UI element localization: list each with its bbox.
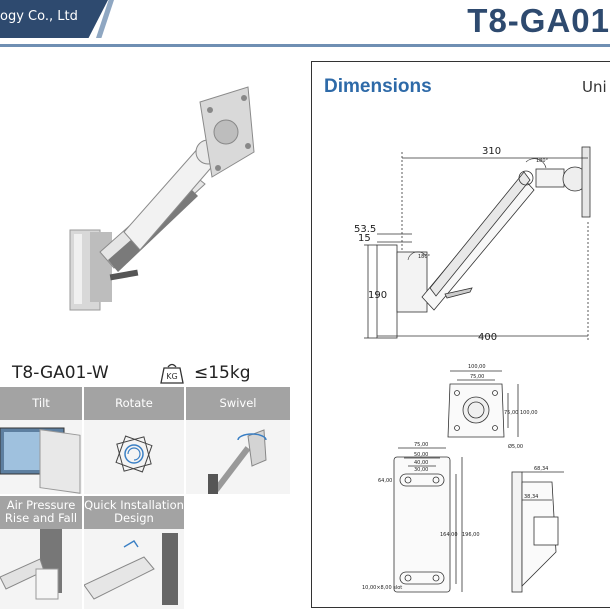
feature-rotate: Rotate: [84, 387, 184, 498]
feature-tilt: Tilt: [0, 387, 82, 498]
wall-left: 64,00: [378, 478, 392, 484]
vesa-side-inner: 75,00: [504, 410, 518, 416]
feature-label: Rotate: [84, 387, 184, 420]
side-view-drawing: [364, 146, 591, 342]
dim-height: 190: [368, 290, 387, 301]
air-pressure-image: [0, 529, 82, 609]
tilt-image: [0, 420, 82, 494]
feature-label: Tilt: [0, 387, 82, 420]
wall-w1: 75,00: [414, 442, 428, 448]
model-label: T8-GA01-W: [12, 363, 109, 383]
dimensions-title: Dimensions: [324, 76, 432, 97]
bracket-mid: 38,34: [524, 494, 538, 500]
unit-label: Uni: [582, 78, 607, 96]
product-photo: [69, 86, 255, 311]
side-bracket-drawing: [511, 471, 564, 593]
weight-badge: KG: [166, 372, 177, 381]
vesa-plate-drawing: [447, 370, 519, 438]
wall-w2: 50,00: [414, 452, 428, 458]
feature-label: Swivel: [186, 387, 290, 420]
technical-drawing: 310 53.5 15 190 400 180° 180° 100,00 75,…: [354, 146, 591, 593]
dim-depth-a: 53.5: [354, 224, 376, 235]
dim-angle-base: 180°: [418, 254, 431, 260]
vesa-top-outer: 100,00: [468, 364, 486, 370]
quick-install-image: [83, 529, 184, 609]
dim-angle-top: 180°: [536, 158, 549, 164]
vesa-hole: Ø5,00: [508, 443, 523, 450]
dim-reach: 310: [482, 146, 501, 157]
vesa-top-inner: 75,00: [470, 374, 484, 380]
wall-h1: 164,00: [440, 532, 458, 538]
page-title: T8-GA01: [467, 2, 610, 39]
wall-w3: 40,00: [414, 460, 428, 466]
feature-swivel: Swivel: [186, 387, 290, 498]
bracket-top: 68,34: [534, 466, 548, 472]
wall-bottom: 10,00×8,00 slot: [362, 585, 402, 591]
dim-depth-b: 15: [358, 233, 371, 244]
company-name: ogy Co., Ltd: [0, 9, 78, 24]
weight-limit: ≤15kg: [194, 363, 251, 383]
dim-length: 400: [478, 332, 497, 343]
dimensions-panel: Dimensions Uni: [311, 61, 610, 608]
company-tag: ogy Co., Ltd: [0, 0, 108, 38]
rotate-image: [84, 420, 184, 494]
header-divider: [0, 44, 610, 47]
wall-plate-drawing: [393, 447, 463, 593]
wall-w4: 30,00: [414, 467, 428, 473]
weight-icon: KG: [160, 363, 184, 384]
vesa-side-outer: 100,00: [520, 410, 538, 416]
wall-h2: 196,00: [462, 532, 480, 538]
swivel-image: [186, 420, 290, 494]
